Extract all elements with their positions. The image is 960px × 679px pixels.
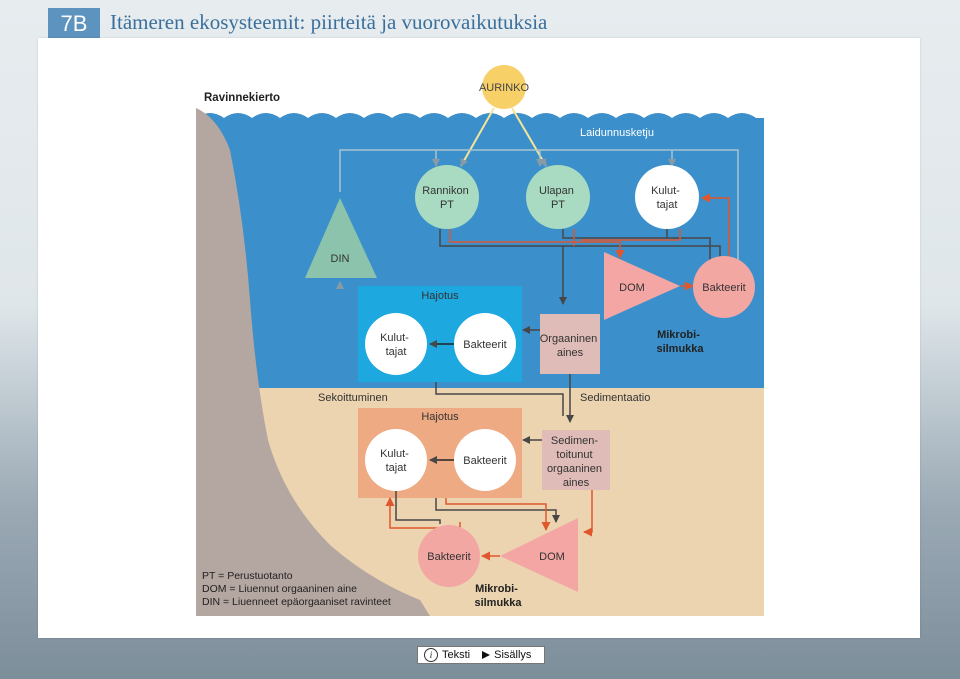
consumers-water-label-2: tajat <box>386 346 407 358</box>
legend-pt: PT = Perustuotanto <box>202 570 293 582</box>
coast-slope <box>196 108 430 616</box>
svg-text:Orgaaninen aines: Orgaaninen aines <box>540 333 601 359</box>
sedimented-organic-3: orgaaninen <box>547 463 602 475</box>
sedimented-organic-box <box>542 430 610 490</box>
coastal-pt-label-1: Rannikon <box>422 185 468 197</box>
decomposition-sediment-label: Hajotus <box>421 411 459 423</box>
bacteria-water-node <box>693 256 755 318</box>
sun-label: AURINKO <box>479 82 530 94</box>
bacteria-bottom-node <box>418 525 480 587</box>
text-button-label: Teksti <box>442 649 471 661</box>
grazing-chain-label: Laidunnusketju <box>580 127 654 139</box>
decomposition-water-label: Hajotus <box>421 290 459 302</box>
coastal-pt-node <box>415 165 479 229</box>
consumers-top-label-1: Kulut- <box>651 185 680 197</box>
page-title: Itämeren ekosysteemit: piirteitä ja vuor… <box>110 10 548 34</box>
bacteria-water-box-node <box>454 313 516 375</box>
svg-text:Ulapan PT: Ulapan PT <box>539 185 577 211</box>
svg-text:Kulut- tajat: Kulut- tajat <box>380 332 412 358</box>
open-sea-pt-node <box>526 165 590 229</box>
contents-button[interactable]: Sisällys <box>476 649 537 661</box>
microbial-loop-water-1: Mikrobi- <box>657 329 700 341</box>
sedimented-organic-1: Sedimen- <box>551 435 598 447</box>
navigation-bar: i Teksti Sisällys <box>417 646 545 664</box>
consumers-top-label-2: tajat <box>657 199 678 211</box>
microbial-loop-water-2: silmukka <box>656 343 704 355</box>
coastal-pt-label-2: PT <box>440 199 454 211</box>
consumers-water-node <box>365 313 427 375</box>
legend-din: DIN = Liuenneet epäorgaaniset ravinteet <box>202 596 391 608</box>
din-triangle <box>305 198 377 278</box>
svg-text:Kulut- tajat: Kulut- tajat <box>651 185 683 211</box>
organic-matter-label-1: Orgaaninen <box>540 333 598 345</box>
organic-matter-label-2: aines <box>557 347 584 359</box>
contents-button-label: Sisällys <box>494 649 532 661</box>
svg-text:Mikrobi- silmukka: Mikrobi- silmukka <box>656 329 704 355</box>
dom-bottom-triangle <box>500 518 578 592</box>
svg-text:Mikrobi- silmukka: Mikrobi- silmukka <box>474 583 522 609</box>
mixing-label: Sekoittuminen <box>318 392 388 404</box>
bacteria-water-box-label: Bakteerit <box>463 339 506 351</box>
sedimentation-label: Sedimentaatio <box>580 392 650 404</box>
play-icon <box>482 651 491 659</box>
svg-text:Sedimen- toitunut orga: Sedimen- toitunut orgaaninen aines <box>547 435 605 489</box>
consumers-water-label-1: Kulut- <box>380 332 409 344</box>
info-icon: i <box>424 648 438 662</box>
open-sea-pt-label-2: PT <box>551 199 565 211</box>
svg-text:Rannikon PT: Rannikon PT <box>422 185 472 211</box>
microbial-loop-bottom-2: silmukka <box>474 597 522 609</box>
consumers-sediment-label-1: Kulut- <box>380 448 409 460</box>
bacteria-sediment-box-label: Bakteerit <box>463 455 506 467</box>
sedimented-organic-2: toitunut <box>556 449 592 461</box>
consumers-sediment-node <box>365 429 427 491</box>
svg-text:Kulut- tajat: Kulut- tajat <box>380 448 412 474</box>
organic-matter-box <box>540 314 600 374</box>
panel-title: Ravinnekierto <box>204 92 280 104</box>
microbial-loop-bottom-1: Mikrobi- <box>475 583 518 595</box>
text-button[interactable]: i Teksti <box>418 648 476 662</box>
consumers-sediment-label-2: tajat <box>386 462 407 474</box>
chapter-badge: 7B <box>48 8 100 40</box>
din-label: DIN <box>331 253 350 265</box>
open-sea-pt-label-1: Ulapan <box>539 185 574 197</box>
bacteria-water-label: Bakteerit <box>702 282 745 294</box>
svg-text:PT = Perustuotanto DOM = L: PT = Perustuotanto DOM = Liuennut orgaan… <box>202 570 391 608</box>
legend-dom: DOM = Liuennut orgaaninen aine <box>202 583 357 595</box>
consumers-top-node <box>635 165 699 229</box>
bacteria-bottom-label: Bakteerit <box>427 551 470 563</box>
dom-water-label: DOM <box>619 282 645 294</box>
dom-bottom-label: DOM <box>539 551 565 563</box>
dom-water-triangle <box>604 252 680 320</box>
sedimented-organic-4: aines <box>563 477 590 489</box>
bacteria-sediment-box-node <box>454 429 516 491</box>
water-region <box>196 113 764 388</box>
sun-node <box>482 65 526 109</box>
